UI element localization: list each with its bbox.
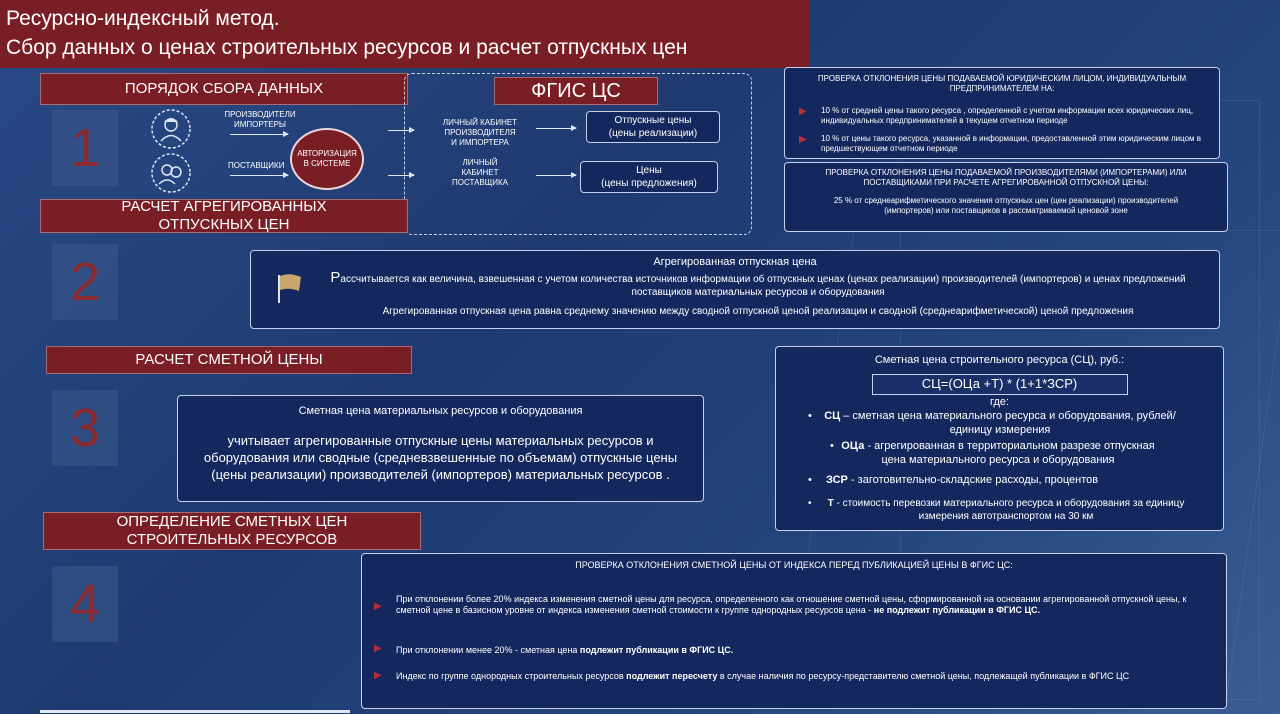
- formula-title: Сметная цена строительного ресурса (СЦ),…: [874, 354, 1125, 366]
- section4-item1-text: При отклонении более 20% индекса изменен…: [396, 594, 1187, 615]
- bullet-icon: •: [808, 410, 812, 422]
- formula-oca: ОЦа - агрегированная в территориальном р…: [832, 439, 1164, 467]
- section3-panel-text: учитывает агрегированные отпускные цены …: [203, 433, 678, 482]
- arrow-right: [230, 131, 289, 137]
- section3-panel: Сметная цена материальных ресурсов и обо…: [177, 395, 704, 502]
- section4-panel: ПРОВЕРКА ОТКЛОНЕНИЯ СМЕТНОЙ ЦЕНЫ ОТ ИНДЕ…: [361, 553, 1227, 709]
- formula-box: СЦ=(ОЦа +Т) * (1+1*ЗСР): [871, 374, 1128, 395]
- section4-item1: При отклонении более 20% индекса изменен…: [396, 594, 1206, 616]
- formula-t-term: Т: [827, 498, 834, 509]
- section2-number: 2: [52, 244, 118, 320]
- check1-title: ПРОВЕРКА ОТКЛОНЕНИЯ ЦЕНЫ ПОДАВАЕМОЙ ЮРИД…: [817, 74, 1187, 93]
- title-line-1: Ресурсно-индексный метод.: [6, 7, 280, 30]
- flag-icon: [278, 274, 301, 303]
- section4-item1-bold: не подлежит публикации в ФГИС ЦС.: [873, 605, 1041, 615]
- section2-panel: Агрегированная отпускная цена Рассчитыва…: [250, 250, 1220, 329]
- section3-header: РАСЧЕТ СМЕТНОЙ ЦЕНЫ: [46, 346, 412, 374]
- triangle-bullet-icon: ▶: [374, 643, 382, 654]
- section2-panel-title: Агрегированная отпускная цена: [653, 256, 817, 268]
- arrow-right: [388, 172, 415, 178]
- section2-text2: Агрегированная отпускная цена равна сред…: [382, 306, 1134, 317]
- bottom-rule: [40, 710, 350, 713]
- drop-cap: Р: [330, 269, 341, 286]
- section4-header: ОПРЕДЕЛЕНИЕ СМЕТНЫХ ЦЕН СТРОИТЕЛЬНЫХ РЕС…: [43, 512, 421, 550]
- section2-text1: Рассчитывается как величина, взвешенная …: [307, 269, 1209, 299]
- formula-oca-text: - агрегированная в территориальном разре…: [864, 440, 1155, 466]
- check1-item2: 10 % от цены такого ресурса, указанной в…: [821, 134, 1201, 153]
- check1-panel: ПРОВЕРКА ОТКЛОНЕНИЯ ЦЕНЫ ПОДАВАЕМОЙ ЮРИД…: [784, 67, 1220, 159]
- section2-text1-body: ассчитывается как величина, взвешенная с…: [340, 274, 1186, 298]
- suppliers-label: ПОСТАВЩИКИ: [228, 161, 285, 170]
- section3-number: 3: [52, 390, 118, 466]
- title-line-2: Сбор данных о ценах строительных ресурсо…: [6, 36, 688, 59]
- auth-label: АВТОРИЗАЦИЯ В СИСТЕМЕ: [297, 149, 357, 168]
- formula-zsr-term: ЗСР: [826, 474, 848, 486]
- fgis-title: ФГИС ЦС: [494, 77, 658, 105]
- formula-panel: Сметная цена строительного ресурса (СЦ),…: [775, 346, 1224, 531]
- supplier-icon: [151, 153, 191, 193]
- formula-t: Т - стоимость перевозки материального ре…: [826, 497, 1186, 523]
- formula-zsr-text: - заготовительно-складские расходы, проц…: [847, 474, 1099, 486]
- formula-oca-term: ОЦа: [841, 440, 865, 452]
- formula-where: где:: [989, 396, 1010, 408]
- section4-item3-text: Индекс по группе однородных строительных…: [396, 671, 627, 681]
- cabinet-supplier: ЛИЧНЫЙ КАБИНЕТ ПОСТАВЩИКА: [451, 158, 509, 187]
- formula-t-text: - стоимость перевозки материального ресу…: [833, 498, 1185, 522]
- check2-title: ПРОВЕРКА ОТКЛОНЕНИЯ ЦЕНЫ ПОДАВАЕМОЙ ПРОИ…: [825, 168, 1187, 187]
- section4-panel-title: ПРОВЕРКА ОТКЛОНЕНИЯ СМЕТНОЙ ЦЕНЫ ОТ ИНДЕ…: [575, 560, 1013, 570]
- check2-item1: 25 % от среднеарифметического значения о…: [833, 196, 1179, 215]
- price-offer-box: Цены (цены предложения): [580, 161, 718, 193]
- section4-item2-text: При отклонении менее 20% - сметная цена: [396, 645, 580, 655]
- auth-circle: АВТОРИЗАЦИЯ В СИСТЕМЕ: [290, 128, 364, 190]
- worker-icon: [151, 109, 191, 149]
- arrow-right: [536, 172, 577, 178]
- section2-header: РАСЧЕТ АГРЕГИРОВАННЫХ ОТПУСКНЫХ ЦЕН: [40, 198, 408, 233]
- section1-header: ПОРЯДОК СБОРА ДАННЫХ: [40, 73, 408, 105]
- arrow-right: [388, 127, 415, 133]
- formula-zsr: ЗСР - заготовительно-складские расходы, …: [826, 473, 1196, 487]
- section3-panel-title: Сметная цена материальных ресурсов и обо…: [298, 405, 583, 417]
- check2-panel: ПРОВЕРКА ОТКЛОНЕНИЯ ЦЕНЫ ПОДАВАЕМОЙ ПРОИ…: [784, 162, 1228, 232]
- section4-item2-bold: подлежит публикации в ФГИС ЦС.: [579, 645, 734, 655]
- triangle-bullet-icon: ▶: [374, 670, 382, 681]
- section4-item3: Индекс по группе однородных строительных…: [396, 671, 1206, 682]
- section4-item2: При отклонении менее 20% - сметная цена …: [396, 645, 1206, 656]
- bullet-icon: •: [808, 498, 812, 509]
- check1-item1: 10 % от средней цены такого ресурса , оп…: [821, 106, 1194, 125]
- formula-sc: СЦ – сметная цена материального ресурса …: [820, 409, 1180, 437]
- bullet-icon: •: [830, 440, 834, 452]
- formula-sc-term: СЦ: [824, 410, 841, 422]
- arrow-right: [230, 172, 289, 178]
- section1-number: 1: [52, 110, 118, 186]
- bullet-icon: •: [808, 474, 812, 486]
- formula-sc-text: – сметная цена материального ресурса и о…: [840, 410, 1176, 436]
- triangle-bullet-icon: ▶: [374, 601, 382, 612]
- section4-item3-bold: подлежит пересчету: [626, 671, 718, 681]
- section4-item3-text2: в случае наличия по ресурсу-представител…: [717, 671, 1130, 681]
- arrow-right: [536, 125, 577, 131]
- triangle-bullet-icon: ▶: [799, 134, 807, 145]
- triangle-bullet-icon: ▶: [799, 106, 807, 117]
- fgis-box: [404, 73, 752, 235]
- producers-label: ПРОИЗВОДИТЕЛИ ИМПОРТЕРЫ: [224, 110, 296, 129]
- price-sale-box: Отпускные цены (цены реализации): [586, 111, 720, 143]
- section4-number: 4: [52, 566, 118, 642]
- cabinet-producer: ЛИЧНЫЙ КАБИНЕТ ПРОИЗВОДИТЕЛЯ И ИМПОРТЕРА: [442, 118, 518, 147]
- page-title: Ресурсно-индексный метод. Сбор данных о …: [0, 0, 810, 68]
